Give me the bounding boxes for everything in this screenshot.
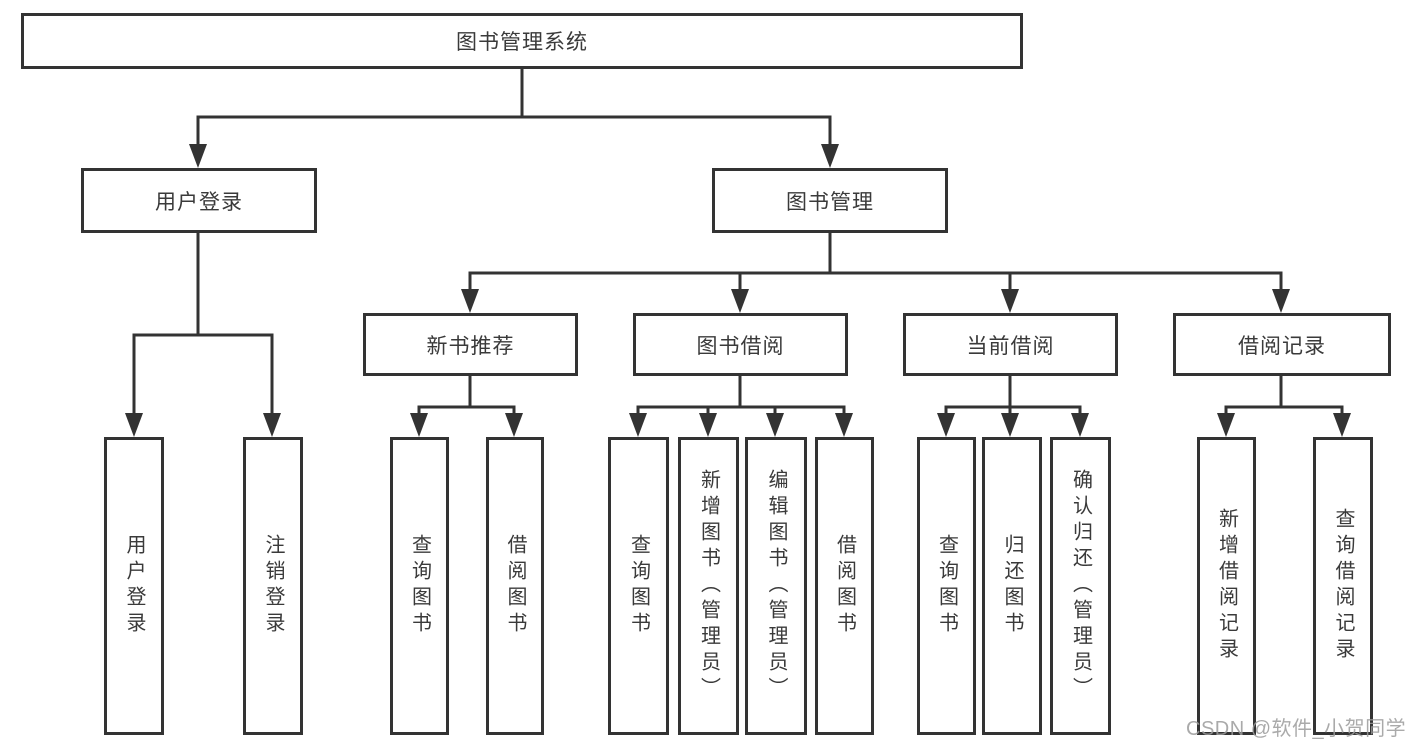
node-query-borrow-record: 查询借阅记录 [1313,437,1373,735]
node-add-books-admin: 新增图书（管理员） [678,437,739,735]
node-label: 用户登录 [123,534,145,638]
node-current-query-books: 查询图书 [917,437,976,735]
node-user-login-action: 用户登录 [104,437,164,735]
node-book-borrow: 图书借阅 [633,313,848,376]
node-recommend-query-books: 查询图书 [390,437,449,735]
node-label: 新增借阅记录 [1215,508,1238,664]
node-borrow-records: 借阅记录 [1173,313,1391,376]
node-label: 查询图书 [408,534,431,638]
node-label: 新增图书（管理员） [697,469,720,703]
node-label: 注销登录 [262,534,284,638]
node-root-system: 图书管理系统 [21,13,1023,69]
node-label: 查询借阅记录 [1332,508,1354,664]
node-label: 归还图书 [1001,534,1023,638]
csdn-watermark: CSDN @软件_小贺同学 [1186,718,1405,740]
node-add-borrow-record: 新增借阅记录 [1197,437,1256,735]
node-logout: 注销登录 [243,437,303,735]
node-new-book-recommend: 新书推荐 [363,313,578,376]
node-confirm-return-admin: 确认归还（管理员） [1050,437,1111,735]
node-return-books: 归还图书 [982,437,1042,735]
node-label: 确认归还（管理员） [1069,469,1092,703]
node-label: 编辑图书（管理员） [765,469,787,703]
node-user-login: 用户登录 [81,168,317,233]
node-label: 借阅图书 [504,534,526,638]
node-label: 查询图书 [627,534,650,638]
node-edit-books-admin: 编辑图书（管理员） [745,437,807,735]
node-current-borrow: 当前借阅 [903,313,1118,376]
node-recommend-borrow-books: 借阅图书 [486,437,544,735]
node-borrow-query-books: 查询图书 [608,437,669,735]
node-borrow-borrow-books: 借阅图书 [815,437,874,735]
node-label: 查询图书 [935,534,958,638]
node-book-management: 图书管理 [712,168,948,233]
node-label: 借阅图书 [833,534,856,638]
